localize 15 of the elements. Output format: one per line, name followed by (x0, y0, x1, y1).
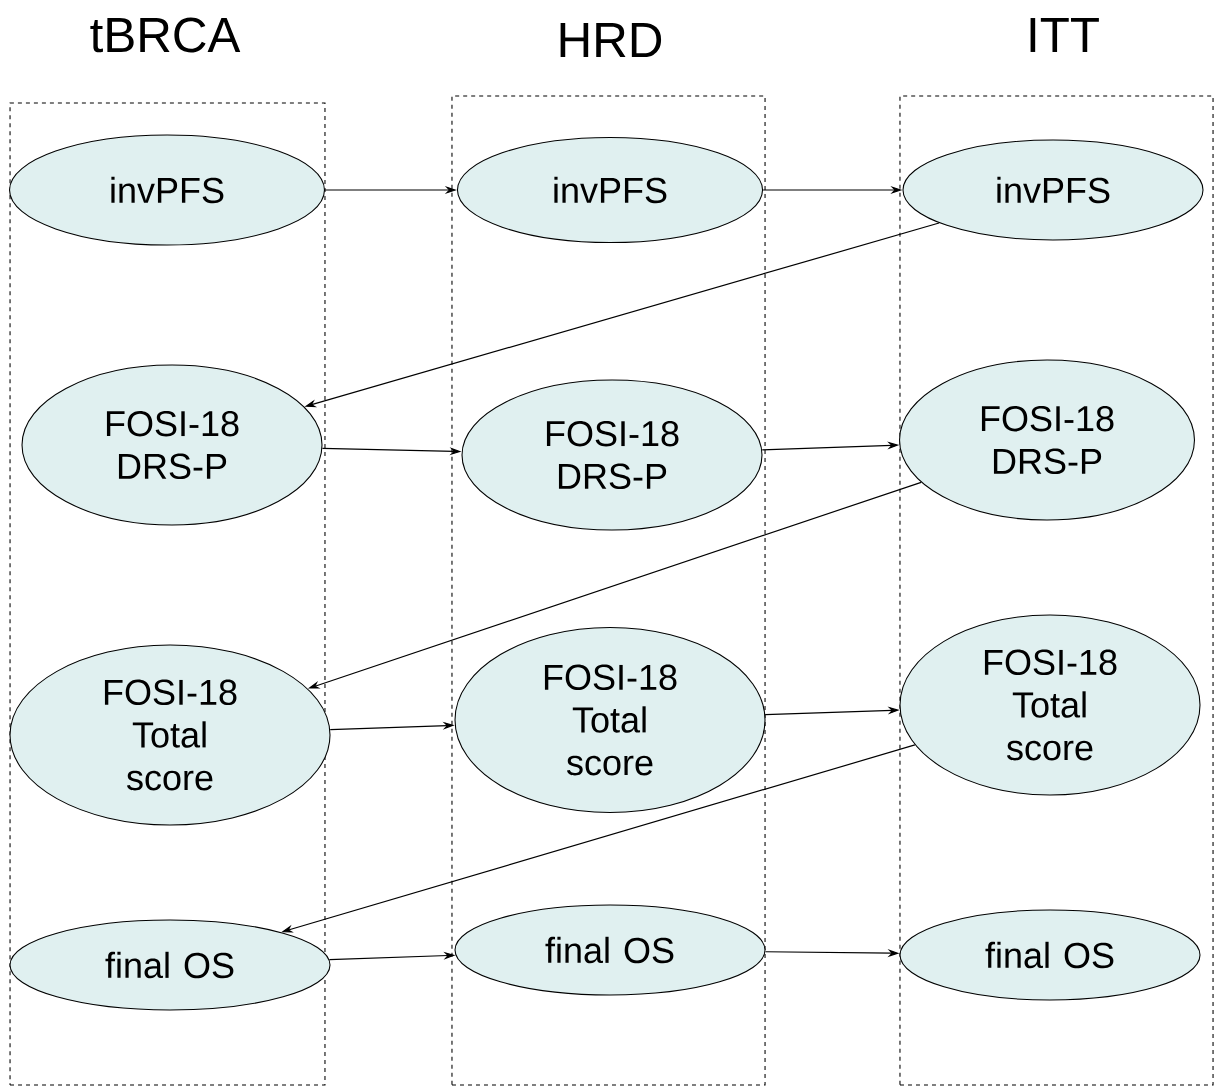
ellipse-node: FOSI-18 Total score (899, 614, 1201, 796)
ellipse-node: final OS (9, 919, 331, 1011)
ellipse-node: invPFS (902, 139, 1204, 241)
ellipse-node: FOSI-18 DRS-P (899, 359, 1195, 521)
ellipse-node: FOSI-18 DRS-P (21, 364, 323, 526)
ellipse-node: invPFS (9, 134, 325, 246)
ellipse-node: final OS (454, 904, 766, 996)
ellipse-node: FOSI-18 Total score (454, 626, 766, 814)
ellipse-node: final OS (899, 909, 1201, 1001)
column-heading: tBRCA (90, 17, 241, 53)
ellipse-node: FOSI-18 Total score (9, 644, 331, 826)
ellipse-node: FOSI-18 DRS-P (461, 379, 763, 531)
ellipse-node: invPFS (456, 136, 764, 244)
column-heading: HRD (560, 23, 662, 57)
column-heading: ITT (1030, 18, 1099, 52)
